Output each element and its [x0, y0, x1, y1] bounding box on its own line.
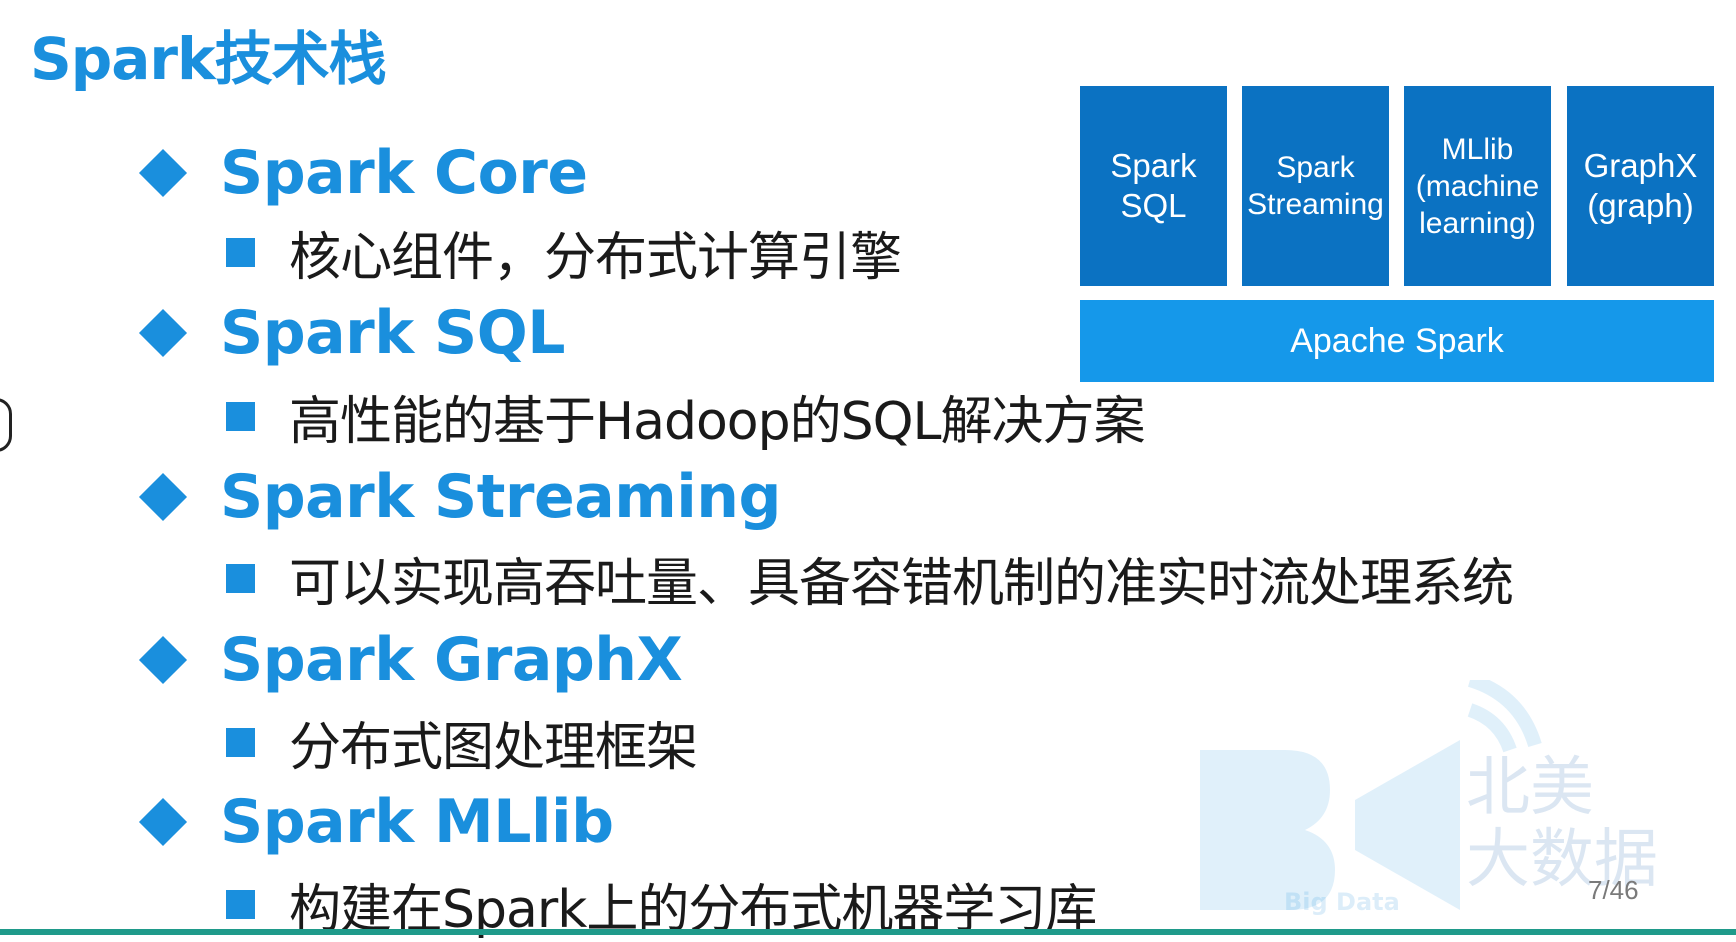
bullet-heading: Spark GraphX — [220, 625, 683, 695]
sub-bullet-text: 可以实现高吞吐量、具备容错机制的准实时流处理系统 — [289, 553, 1514, 614]
page-number: 7/46 — [1588, 875, 1639, 905]
bullet-heading: Spark Streaming — [220, 462, 781, 532]
bullet-item-spark-core: Spark Core — [138, 138, 588, 208]
bullet-item-spark-mllib: Spark MLlib — [138, 787, 614, 857]
module-label-line: MLlib — [1441, 132, 1514, 166]
module-label-line: Spark — [1110, 147, 1197, 184]
square-bullet-icon — [226, 401, 255, 431]
module-label-line: (machine — [1415, 169, 1540, 203]
bullet-item-spark-graphx: Spark GraphX — [138, 625, 683, 695]
square-bullet-icon — [226, 727, 255, 757]
diamond-bullet-icon — [138, 308, 188, 358]
diamond-bullet-icon — [138, 635, 188, 685]
bullet-heading: Spark Core — [220, 138, 588, 208]
bullet-heading: Spark MLlib — [220, 787, 614, 857]
stack-module-spark-sql: Spark SQL — [1080, 86, 1227, 286]
module-label-line: SQL — [1120, 187, 1187, 224]
diamond-bullet-icon — [138, 797, 188, 847]
stack-base-apache-spark: Apache Spark — [1080, 300, 1714, 382]
bullet-item-spark-sql: Spark SQL — [138, 298, 565, 368]
sub-bullet-spark-mllib: 构建在Spark上的分布式机器学习库 — [226, 874, 1097, 940]
square-bullet-icon — [226, 237, 255, 267]
bullet-item-spark-streaming: Spark Streaming — [138, 462, 781, 532]
big-data-logo-icon — [1200, 680, 1542, 910]
partial-control-edge — [0, 398, 12, 452]
square-bullet-icon — [226, 889, 255, 919]
watermark-en-text: Big Data — [1284, 888, 1400, 916]
module-label-line: (graph) — [1587, 187, 1694, 224]
stack-module-mllib: MLlib (machine learning) — [1404, 86, 1551, 286]
diamond-bullet-icon — [138, 472, 188, 522]
square-bullet-icon — [226, 563, 255, 593]
diamond-bullet-icon — [138, 148, 188, 198]
sub-bullet-spark-graphx: 分布式图处理框架 — [226, 712, 698, 778]
watermark-cn-line: 北美 — [1466, 751, 1594, 825]
slide-title: Spark技术栈 — [30, 25, 387, 93]
sub-bullet-spark-sql: 高性能的基于Hadoop的SQL解决方案 — [226, 386, 1146, 452]
sub-bullet-spark-streaming: 可以实现高吞吐量、具备容错机制的准实时流处理系统 — [226, 548, 1514, 614]
sub-bullet-text: 核心组件，分布式计算引擎 — [289, 227, 902, 288]
sub-bullet-text: 分布式图处理框架 — [289, 717, 698, 778]
spark-stack-diagram: Spark SQL Spark Streaming MLlib (machine… — [1080, 86, 1714, 382]
module-label-line: Streaming — [1247, 188, 1384, 221]
module-label-line: GraphX — [1583, 147, 1698, 184]
bottom-accent-bar — [0, 929, 1736, 935]
sub-bullet-text: 高性能的基于Hadoop的SQL解决方案 — [289, 391, 1146, 452]
bullet-heading: Spark SQL — [220, 298, 565, 368]
sub-bullet-spark-core: 核心组件，分布式计算引擎 — [226, 222, 902, 288]
stack-module-spark-streaming: Spark Streaming — [1242, 86, 1389, 286]
module-label-line: Spark — [1276, 151, 1355, 184]
stack-module-graphx: GraphX (graph) — [1567, 86, 1714, 286]
module-label-line: learning) — [1419, 206, 1536, 240]
watermark-cn-line: 大数据 — [1466, 823, 1658, 897]
watermark-cn-text: 北美 大数据 — [1466, 752, 1658, 896]
